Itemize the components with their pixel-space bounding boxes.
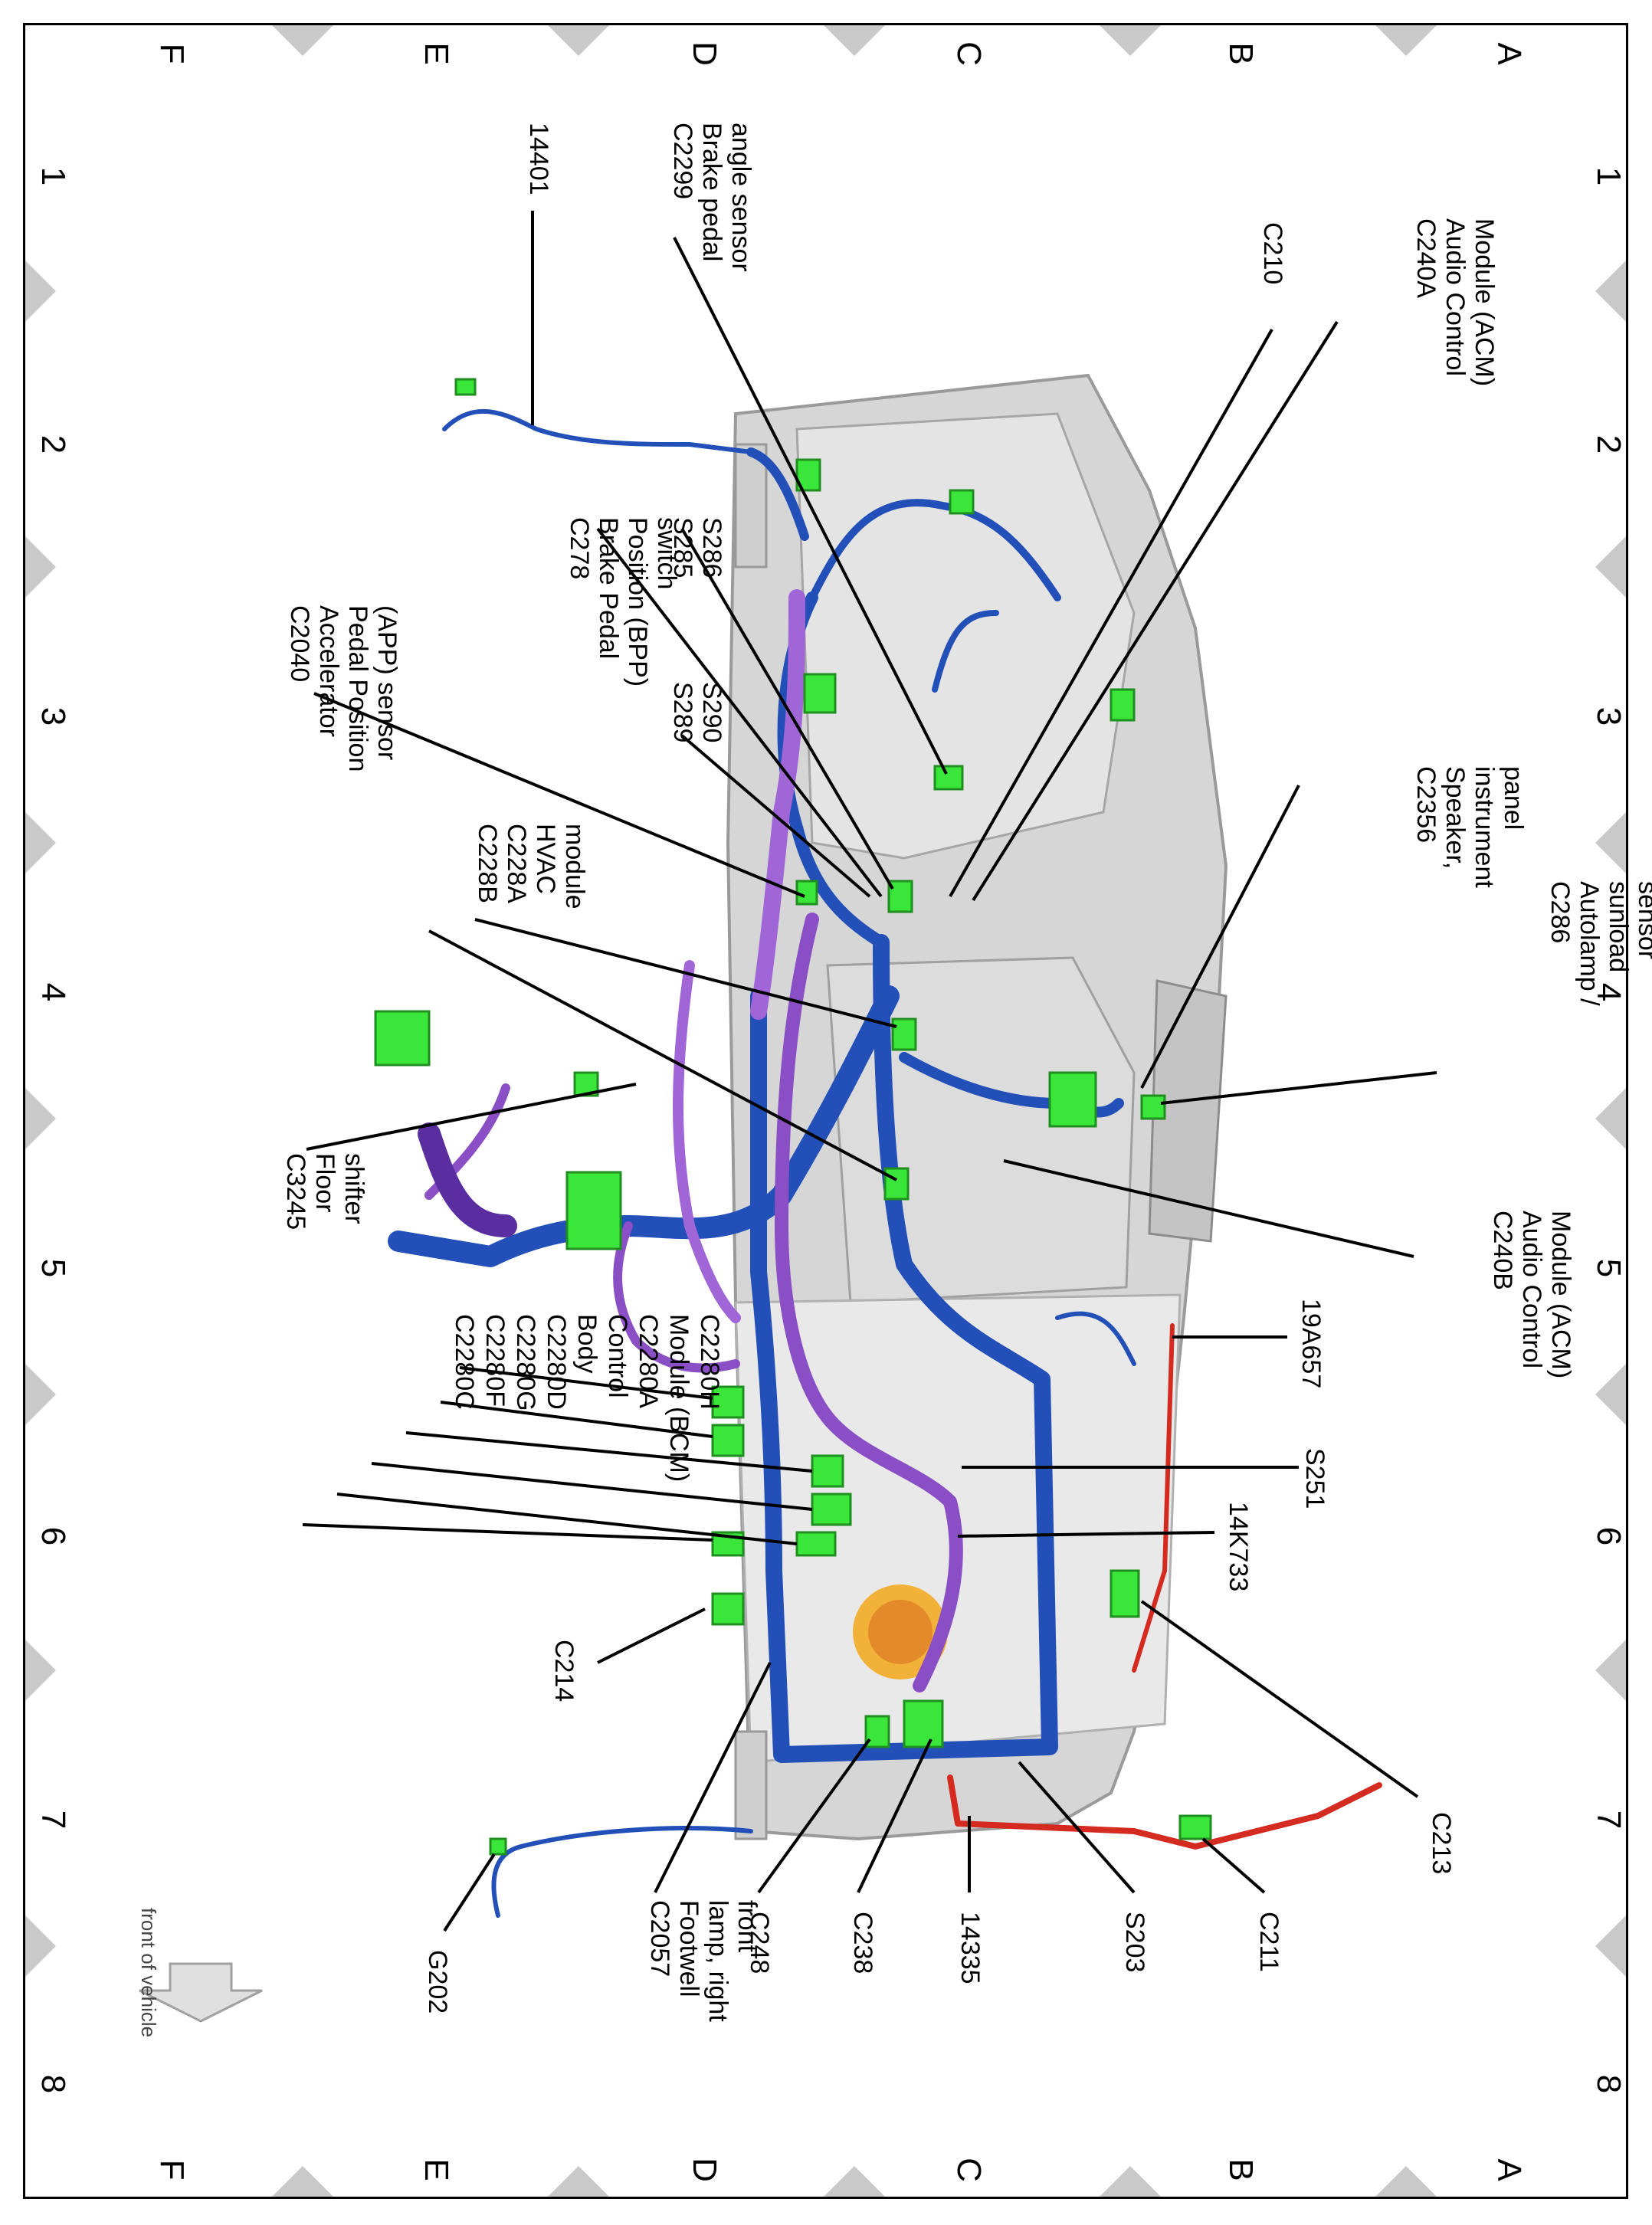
connector-block: [795, 1531, 837, 1557]
grid-column-label: 2: [34, 435, 72, 454]
leader-lines: [302, 211, 1437, 1932]
connector-block: [489, 1837, 507, 1856]
grid-column-label: 8: [1590, 2075, 1627, 2093]
label-c2040: C2040AcceleratorPedal Position(APP) sens…: [285, 605, 402, 772]
connector-block: [1140, 1094, 1166, 1120]
label-c228: C228BC228AHVACmodule: [473, 824, 589, 909]
grid-column-label: 3: [1590, 707, 1627, 726]
grid-row-label: C: [950, 41, 988, 66]
callout-labels: C240AAudio ControlModule (ACM) C210 C229…: [281, 123, 1652, 2022]
connector-block: [933, 765, 964, 791]
front-of-vehicle-label: front of vehicle: [137, 1908, 160, 2037]
connector-block: [711, 1385, 745, 1419]
connector-block: [795, 880, 818, 906]
connector-block: [1110, 1569, 1140, 1618]
connector-block: [565, 1171, 622, 1250]
grid-column-label: 5: [1590, 1259, 1627, 1277]
connector-block: [811, 1454, 844, 1488]
label-c238: C238: [848, 1912, 877, 1974]
grid-row-label: B: [1222, 42, 1260, 64]
label-c2057: C2057Footwelllamp, rightfront: [645, 1900, 762, 2022]
grid-column-label: 7: [34, 1810, 72, 1829]
front-arrow-icon: [139, 1962, 263, 2023]
connector-block: [803, 673, 837, 714]
grid-row-label: B: [1222, 2158, 1260, 2181]
grid-column-label: 4: [34, 983, 72, 1001]
label-19a657: 19A657: [1296, 1299, 1326, 1388]
label-c240b: C240BAudio ControlModule (ACM): [1488, 1211, 1575, 1378]
label-g202: G202: [423, 1950, 452, 2014]
connector-block: [891, 1017, 917, 1051]
connector-block: [903, 1699, 944, 1748]
label-14335: 14335: [955, 1912, 985, 1984]
grid-column-label: 6: [34, 1527, 72, 1545]
connector-block: [454, 378, 477, 396]
grid-column-label: 7: [1590, 1810, 1627, 1829]
grid-row-label: D: [686, 41, 723, 66]
grid-row-label: E: [418, 2158, 455, 2181]
connector-block: [811, 1493, 852, 1526]
wire-harness: [388, 409, 1382, 1918]
grid-row-label: A: [1490, 2158, 1528, 2181]
connector-block: [1048, 1071, 1097, 1128]
grid-column-label: 5: [34, 1259, 72, 1277]
grid-row-label: F: [153, 2160, 191, 2181]
grid-column-label: 4: [1590, 983, 1627, 1001]
grid-row-label: A: [1490, 42, 1528, 65]
label-c2299: C2299Brake pedalangle sensor: [668, 123, 756, 272]
grid-column-label: 3: [34, 707, 72, 726]
grid-column-label: 2: [1590, 435, 1627, 454]
label-c3245: C3245Floorshifter: [281, 1153, 369, 1230]
grid-row-labels-bottom: A B C D E F: [153, 2158, 1528, 2182]
connectors: [374, 378, 1212, 1856]
label-14401: 14401: [524, 123, 553, 195]
grid-column-label: 1: [1590, 167, 1627, 185]
front-of-vehicle-indicator: front of vehicle: [137, 1908, 263, 2037]
grid-markers: [25, 25, 1626, 2197]
grid-column-label: 1: [34, 167, 72, 185]
connector-block: [711, 1592, 745, 1626]
connector-block: [1110, 688, 1136, 722]
label-c210: C210: [1258, 222, 1287, 284]
grid-row-labels-top: A B C D E F: [153, 41, 1528, 66]
label-c211: C211: [1254, 1912, 1283, 1972]
label-s285-s286: S285S286: [668, 517, 726, 578]
label-c248: C248: [745, 1912, 774, 1974]
label-s203: S203: [1120, 1912, 1149, 1972]
label-14k733: 14K733: [1224, 1502, 1253, 1591]
diagram-frame: [23, 23, 1628, 2199]
grid-column-labels-left: 1 2 3 4 5 6 7 8: [34, 167, 72, 2093]
label-c286: C286Autolamp /sunloadsensor: [1545, 881, 1652, 1006]
label-s251: S251: [1300, 1448, 1329, 1509]
grid-column-labels-right: 1 2 3 4 5 6 7 8: [1590, 167, 1627, 2093]
label-bcm: C2280CC2280FC2280GC2280DBodyControlC2280…: [450, 1314, 724, 1482]
label-s289-s290: S289S290: [668, 682, 726, 742]
grid-row-label: C: [950, 2158, 988, 2182]
grid-row-label: D: [686, 2158, 723, 2182]
label-c240a: C240AAudio ControlModule (ACM): [1411, 218, 1499, 386]
label-c214: C214: [549, 1640, 579, 1702]
connector-block: [1178, 1814, 1212, 1840]
label-c213: C213: [1427, 1812, 1456, 1874]
connector-block: [711, 1424, 745, 1457]
grid-row-label: E: [418, 42, 455, 64]
connector-block: [883, 1167, 910, 1201]
label-c278: C278Brake PedalPosition (BPP)switch: [565, 517, 681, 687]
grid-row-label: F: [153, 44, 191, 64]
grid-column-label: 8: [34, 2075, 72, 2093]
connector-block: [949, 489, 975, 515]
connector-block: [374, 1010, 431, 1067]
grid-column-label: 6: [1590, 1527, 1627, 1545]
label-c2356: C2356Speaker,instrumentpanel: [1411, 766, 1528, 888]
